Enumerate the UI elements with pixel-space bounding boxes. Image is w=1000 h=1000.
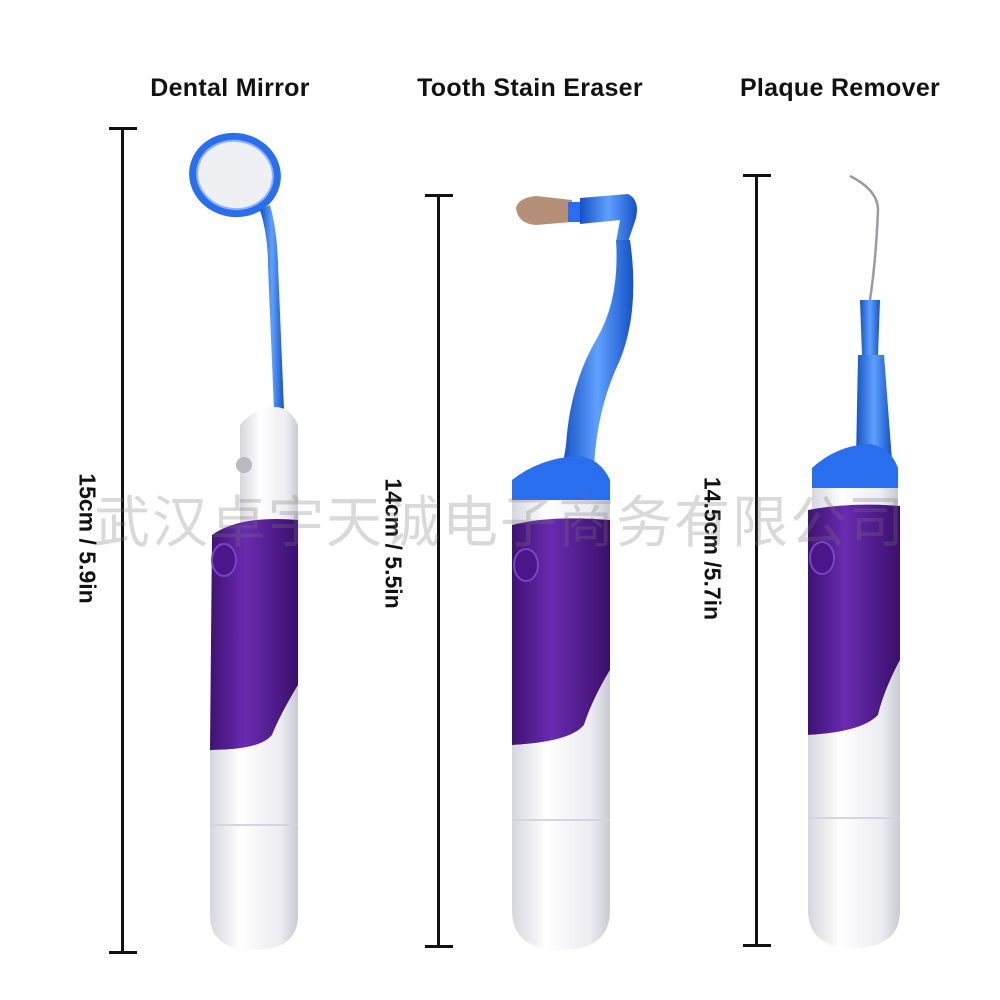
tooth-stain-eraser-image — [512, 194, 637, 950]
title-dental-mirror: Dental Mirror — [150, 74, 310, 102]
plaque-remover-image — [808, 174, 900, 948]
title-plaque-remover: Plaque Remover — [739, 74, 941, 102]
watermark: 武汉卓宇天诚电子商务有限公司 — [94, 491, 906, 556]
dental-mirror-image — [189, 132, 298, 950]
title-tooth-stain-eraser: Tooth Stain Eraser — [417, 74, 643, 102]
